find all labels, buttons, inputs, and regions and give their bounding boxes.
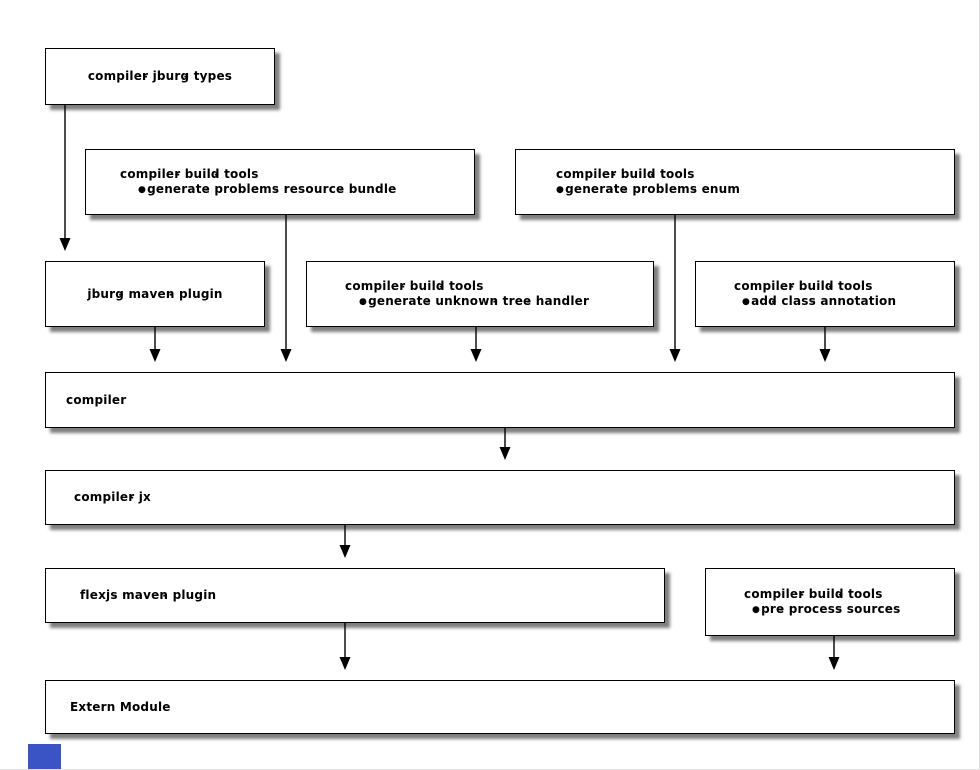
arrow-head-icon [669, 349, 681, 362]
node-compiler-jburg-types: compiler- jburg- types [45, 48, 275, 105]
bullet-icon: ● [752, 604, 761, 615]
arrow-head-icon [59, 238, 71, 251]
dependency-arrow [669, 215, 681, 362]
arrow-head-icon [149, 349, 161, 362]
arrow-head-icon [339, 657, 351, 670]
node-bullet: ●pre- process- sources [752, 602, 954, 618]
dependency-arrow [339, 525, 351, 558]
node-build-tools-resource-bundle: compiler- build- tools●generate- problem… [85, 149, 475, 215]
bullet-icon: ● [556, 184, 565, 195]
node-title: flexjs- maven- plugin [80, 588, 217, 602]
dependency-arrow [339, 623, 351, 670]
arrow-head-icon [819, 349, 831, 362]
node-build-tools-problems-enum: compiler- build- tools●generate- problem… [515, 149, 955, 215]
arrow-head-icon [828, 657, 840, 670]
selection-marker [28, 744, 61, 769]
dependency-arrow [819, 327, 831, 362]
node-extern-module: Extern Module [45, 680, 955, 734]
node-title: compiler- jburg- types [87, 69, 233, 83]
node-title: compiler- jx [74, 490, 151, 504]
bullet-label: generate- unknown- tree- handler [368, 293, 590, 308]
bullet-icon: ● [138, 184, 147, 195]
arrow-head-icon [280, 349, 292, 362]
node-title: compiler- build- tools [120, 166, 259, 181]
bullet-icon: ● [359, 296, 368, 307]
bullet-label: generate- problems- resource- bundle [147, 181, 397, 196]
node-title: compiler- build- tools [744, 586, 883, 601]
node-title: jburg- maven- plugin [87, 286, 223, 301]
arrow-head-icon [499, 447, 511, 460]
node-bullet: ●generate- problems- enum [556, 182, 954, 198]
dependency-arrow [499, 428, 511, 460]
dependency-arrow [280, 215, 292, 362]
dependency-arrow [470, 327, 482, 362]
bullet-icon: ● [742, 296, 751, 307]
node-title: compiler [66, 392, 127, 407]
node-title: compiler- build- tools [556, 166, 695, 181]
arrow-head-icon [470, 349, 482, 362]
node-build-tools-unknown-tree-handler: compiler- build- tools●generate- unknown… [306, 261, 654, 327]
node-bullet: ●generate- unknown- tree- handler [359, 294, 653, 310]
bullet-label: pre- process- sources [761, 601, 901, 616]
node-flexjs-maven-plugin: flexjs- maven- plugin [45, 568, 665, 623]
node-build-tools-add-class-annotation: compiler- build- tools●add- class- annot… [695, 261, 955, 327]
node-jburg-maven-plugin: jburg- maven- plugin [45, 261, 265, 327]
node-build-tools-pre-process-sources: compiler- build- tools●pre- process- sou… [705, 568, 955, 636]
node-bullet: ●add- class- annotation [742, 294, 954, 310]
dependency-arrow [59, 105, 71, 251]
dependency-arrow [149, 327, 161, 362]
arrow-head-icon [339, 545, 351, 558]
node-title: compiler- build- tools [734, 278, 873, 293]
node-compiler: compiler [45, 372, 955, 428]
node-title: Extern Module [70, 699, 171, 714]
node-bullet: ●generate- problems- resource- bundle [138, 182, 474, 198]
bullet-label: add- class- annotation [751, 293, 897, 308]
node-compiler-jx: compiler- jx [45, 470, 955, 525]
bullet-label: generate- problems- enum [565, 181, 741, 196]
dependency-arrow [828, 636, 840, 670]
node-title: compiler- build- tools [345, 278, 484, 293]
